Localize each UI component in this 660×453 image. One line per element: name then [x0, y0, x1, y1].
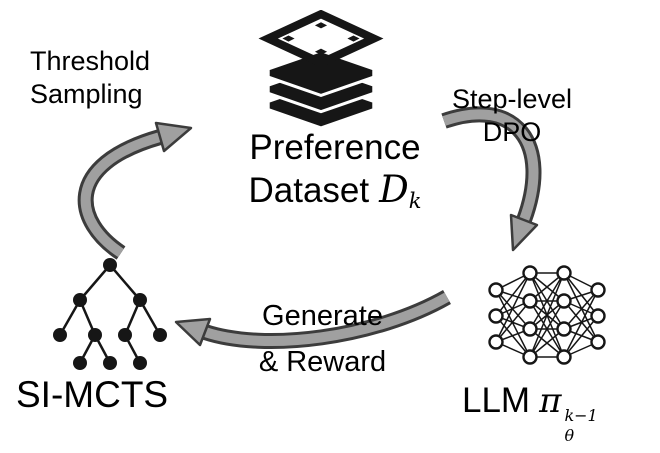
threshold-sampling-arrow	[77, 121, 193, 260]
network-nodes	[488, 265, 606, 365]
threshold-sampling-label: Threshold Sampling	[30, 45, 150, 111]
arrow-tail	[203, 292, 450, 347]
tree-node	[53, 328, 67, 342]
top-face-notch	[314, 22, 328, 29]
top-face-notch	[314, 48, 328, 55]
step-level-dpo-line2: DPO	[482, 116, 542, 147]
dataset-stack-top-face	[258, 10, 384, 68]
tree-node	[133, 356, 147, 370]
network-node	[590, 308, 606, 324]
arrow-head	[509, 213, 539, 252]
tree-nodes	[53, 258, 167, 370]
tree-node	[88, 328, 102, 342]
arrow-head	[174, 317, 212, 347]
llm-superscript: k−1	[564, 406, 598, 425]
arrow-tail	[442, 109, 539, 222]
tree-edges	[58, 264, 162, 364]
top-face-notch	[282, 35, 295, 42]
step-dpo-arrow	[441, 106, 542, 252]
neural-network-icon	[488, 265, 606, 365]
network-node	[556, 293, 572, 309]
tree-node	[118, 328, 132, 342]
tree-node	[103, 258, 117, 272]
network-node	[488, 334, 504, 350]
network-node	[488, 282, 504, 298]
arrow-head	[154, 121, 193, 153]
si-mcts-label: SI-MCTS	[16, 374, 169, 415]
network-node	[522, 265, 538, 281]
dataset-stack-icon	[258, 10, 384, 130]
generate-reward-line2: & Reward	[258, 346, 387, 379]
generate-reward-line1: Generate	[262, 300, 383, 332]
tree-node	[133, 293, 147, 307]
step-level-dpo-label: Step-level DPO	[436, 83, 588, 149]
network-node	[556, 321, 572, 337]
network-node	[590, 282, 606, 298]
tree-node	[153, 328, 167, 342]
network-node	[522, 293, 538, 309]
top-face-notch	[347, 35, 360, 42]
llm-prefix: LLM	[462, 381, 531, 420]
network-node	[590, 334, 606, 350]
preference-dataset-text: Preference Dataset	[248, 128, 421, 211]
generate-reward-arrow	[174, 290, 451, 350]
network-node	[556, 265, 572, 281]
top-face-outline	[258, 10, 384, 68]
llm-subscript: θ	[564, 426, 575, 445]
step-level-dpo-line1: Step-level	[451, 84, 573, 114]
arrow-tail	[80, 132, 162, 258]
tree-node	[73, 356, 87, 370]
network-node	[488, 308, 504, 324]
network-links	[495, 272, 599, 358]
dataset-subscript: k	[408, 189, 422, 214]
threshold-sampling-line1: Threshold	[30, 46, 151, 76]
network-node	[522, 321, 538, 337]
mcts-tree-icon	[53, 258, 167, 370]
network-node	[522, 349, 538, 365]
tree-node	[103, 356, 117, 370]
dataset-symbol: D	[379, 168, 409, 212]
threshold-sampling-line2: Sampling	[30, 78, 143, 109]
tree-node	[73, 293, 87, 307]
llm-pi-symbol: π	[539, 381, 562, 421]
generate-reward-label: Generate & Reward	[230, 293, 415, 386]
network-node	[556, 349, 572, 365]
